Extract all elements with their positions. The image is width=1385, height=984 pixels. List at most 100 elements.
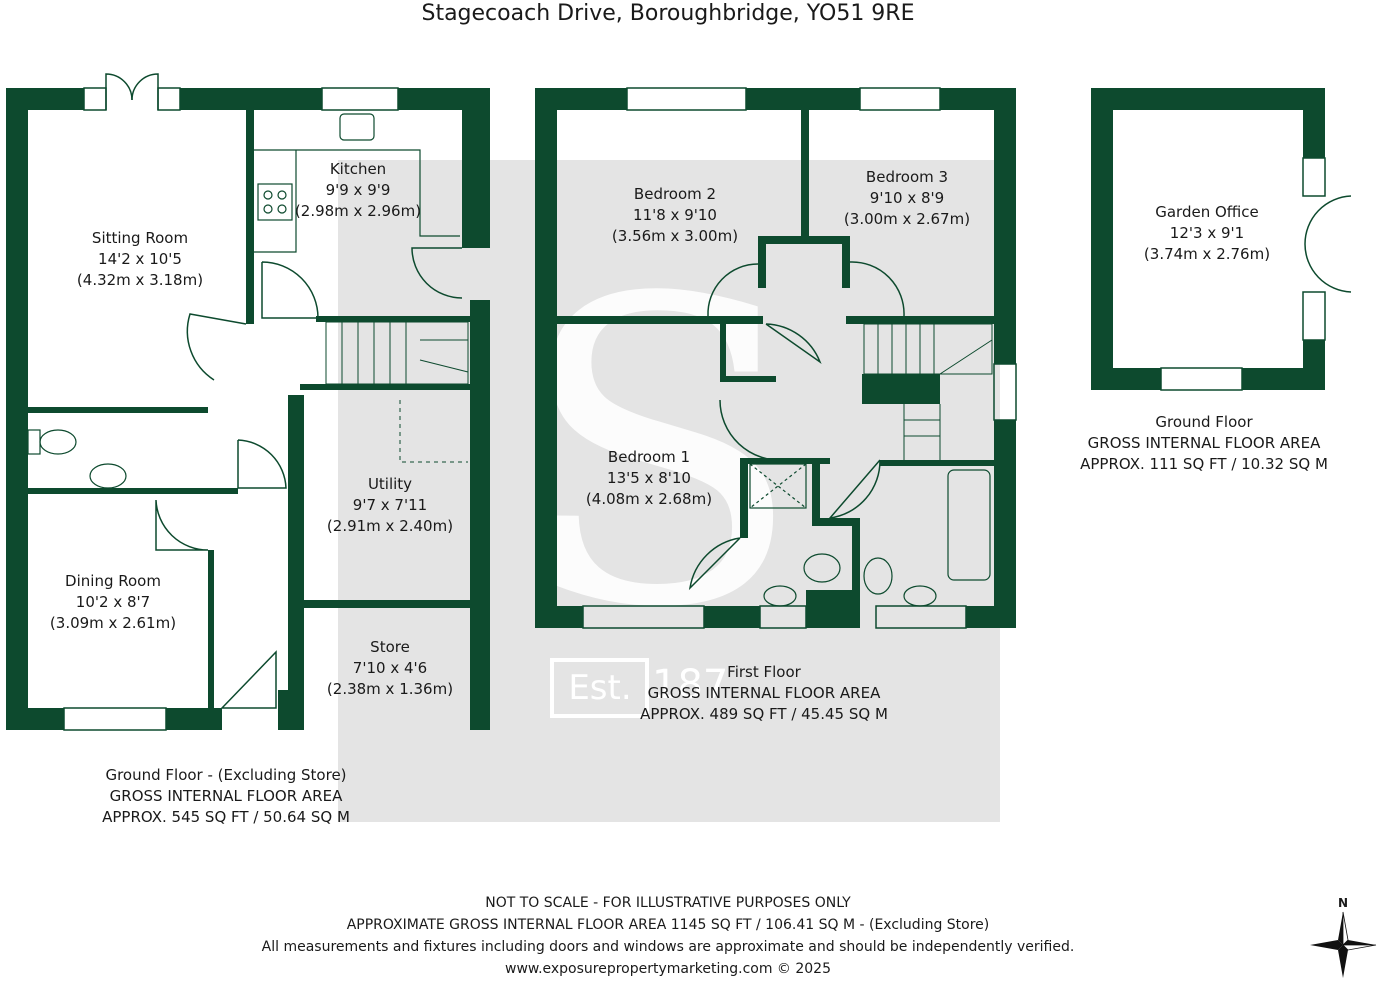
ground-wall-top-left (6, 88, 84, 110)
door-patio-left (105, 73, 133, 110)
room-sitting-room: Sitting Room 14'2 x 10'5 (4.32m x 3.18m) (60, 228, 220, 291)
door-bed3 (849, 261, 905, 317)
room-store: Store 7'10 x 4'6 (2.38m x 1.36m) (320, 637, 460, 700)
room-imperial: 14'2 x 10'5 (98, 250, 182, 268)
first-wall-top-left (535, 88, 627, 110)
area-heading: Ground Floor (1155, 413, 1253, 431)
ground-wall-top-mid (180, 88, 322, 110)
watermark-year: 187 (652, 662, 729, 708)
room-metric: (4.08m x 2.68m) (585, 490, 713, 508)
footer: NOT TO SCALE - FOR ILLUSTRATIVE PURPOSES… (200, 892, 1136, 980)
area-label: GROSS INTERNAL FLOOR AREA (109, 787, 343, 805)
watermark-est: Est. (568, 668, 632, 708)
footer-website: www.exposurepropertymarketing.com © 2025 (505, 961, 831, 977)
first-wall-bed3-bottom (846, 316, 994, 324)
office-wall-bottom-left (1091, 368, 1161, 390)
wc-toilet-icon (39, 429, 77, 455)
window-stairs (993, 363, 1017, 421)
door-bed1 (719, 399, 785, 461)
first-wall-bath-left (852, 518, 860, 608)
room-imperial: 9'7 x 7'11 (352, 496, 428, 514)
room-name: Bedroom 3 (865, 168, 949, 186)
room-metric: (3.56m x 3.00m) (611, 227, 739, 245)
first-wall-landing-left (758, 238, 766, 288)
first-wall-ensuite-top (740, 458, 830, 464)
ground-stair-treads (341, 322, 469, 384)
room-name: Dining Room (65, 572, 161, 590)
area-heading: First Floor (727, 663, 801, 681)
first-wall-bed1-right (740, 458, 748, 538)
room-bedroom-3: Bedroom 3 9'10 x 8'9 (3.00m x 2.67m) (834, 167, 980, 230)
utility-worktop (399, 400, 468, 463)
door-bed2 (707, 263, 759, 317)
first-wall-stair-box (862, 374, 940, 404)
room-imperial: 7'10 x 4'6 (352, 659, 428, 677)
hob-ring (263, 204, 273, 214)
first-wall-top-mid (746, 88, 860, 110)
watermark-est-box (550, 658, 649, 718)
room-metric: (2.98m x 2.96m) (294, 202, 422, 220)
window-sitting-right (157, 87, 181, 111)
first-wall-right-lower (994, 420, 1016, 628)
first-wall-bed1-top (557, 316, 763, 324)
room-imperial: 9'10 x 8'9 (869, 189, 945, 207)
ground-wall-left (6, 88, 28, 730)
office-wall-top (1091, 88, 1325, 110)
first-wall-ensuite-right (812, 458, 820, 518)
room-metric: (4.32m x 3.18m) (76, 271, 204, 289)
door-patio-right (131, 73, 159, 110)
ground-wall-sitting-bottom (28, 407, 208, 413)
ground-wall-right-upper (462, 88, 490, 248)
room-utility: Utility 9'7 x 7'11 (2.91m x 2.40m) (320, 474, 460, 537)
area-heading: Ground Floor - (Excluding Store) (105, 766, 347, 784)
first-stairs-upper (863, 323, 993, 375)
area-label: GROSS INTERNAL FLOOR AREA (647, 684, 881, 702)
plan-title: Stagecoach Drive, Boroughbridge, YO51 9R… (421, 1, 915, 26)
ground-wall-store-top (304, 600, 470, 608)
room-bedroom-1: Bedroom 1 13'5 x 8'10 (4.08m x 2.68m) (574, 447, 724, 510)
first-wall-bottom-right (966, 606, 1016, 628)
first-wall-bed2-bed3 (801, 110, 809, 240)
first-wall-bottom-centre (806, 590, 860, 628)
room-imperial: 11'8 x 9'10 (633, 206, 717, 224)
ensuite-toilet-icon (803, 553, 841, 583)
ground-wall-dining-right (208, 550, 214, 730)
room-name: Store (370, 638, 410, 656)
room-bedroom-2: Bedroom 2 11'8 x 9'10 (3.56m x 3.00m) (600, 184, 750, 247)
ground-wall-bottom-left (6, 708, 64, 730)
room-kitchen: Kitchen 9'9 x 9'9 (2.98m x 2.96m) (288, 159, 428, 222)
first-wall-bottom-left (535, 606, 583, 628)
area-ground-floor: Ground Floor - (Excluding Store) GROSS I… (86, 765, 366, 828)
kitchen-hob-icon (257, 183, 293, 221)
door-swings (105, 73, 1352, 709)
compass-north-label: N (1337, 896, 1349, 910)
room-imperial: 10'2 x 8'7 (75, 593, 151, 611)
first-wall-bath-top (880, 460, 994, 466)
first-wall-ensuite-step (812, 518, 858, 526)
hob-ring (277, 190, 287, 200)
area-value: APPROX. 545 SQ FT / 50.64 SQ M (102, 808, 350, 826)
kitchen-worktop (254, 149, 460, 253)
footer-note: All measurements and fixtures including … (261, 939, 1075, 955)
wc-basin-icon (89, 463, 127, 489)
room-garden-office: Garden Office 12'3 x 9'1 (3.74m x 2.76m) (1132, 202, 1282, 265)
footer-total-area: APPROXIMATE GROSS INTERNAL FLOOR AREA 11… (346, 917, 990, 933)
window-kitchen (321, 87, 399, 111)
hob-ring (277, 204, 287, 214)
first-wall-bottom-mid (704, 606, 760, 628)
hob-ring (263, 190, 273, 200)
ground-wall-sitting-kitchen (246, 110, 254, 324)
kitchen-sink-icon (339, 113, 375, 141)
bathroom-toilet-icon (863, 557, 893, 595)
room-dining-room: Dining Room 10'2 x 8'7 (3.09m x 2.61m) (38, 571, 188, 634)
room-name: Kitchen (329, 160, 387, 178)
door-wc (237, 439, 287, 489)
area-value: APPROX. 111 SQ FT / 10.32 SQ M (1080, 455, 1328, 473)
bathroom-basin-icon (903, 585, 937, 607)
room-metric: (2.91m x 2.40m) (326, 517, 454, 535)
windows (63, 87, 1326, 731)
area-label: GROSS INTERNAL FLOOR AREA (1087, 434, 1321, 452)
compass: N (1308, 896, 1378, 980)
first-wall-airing-left (720, 324, 726, 380)
